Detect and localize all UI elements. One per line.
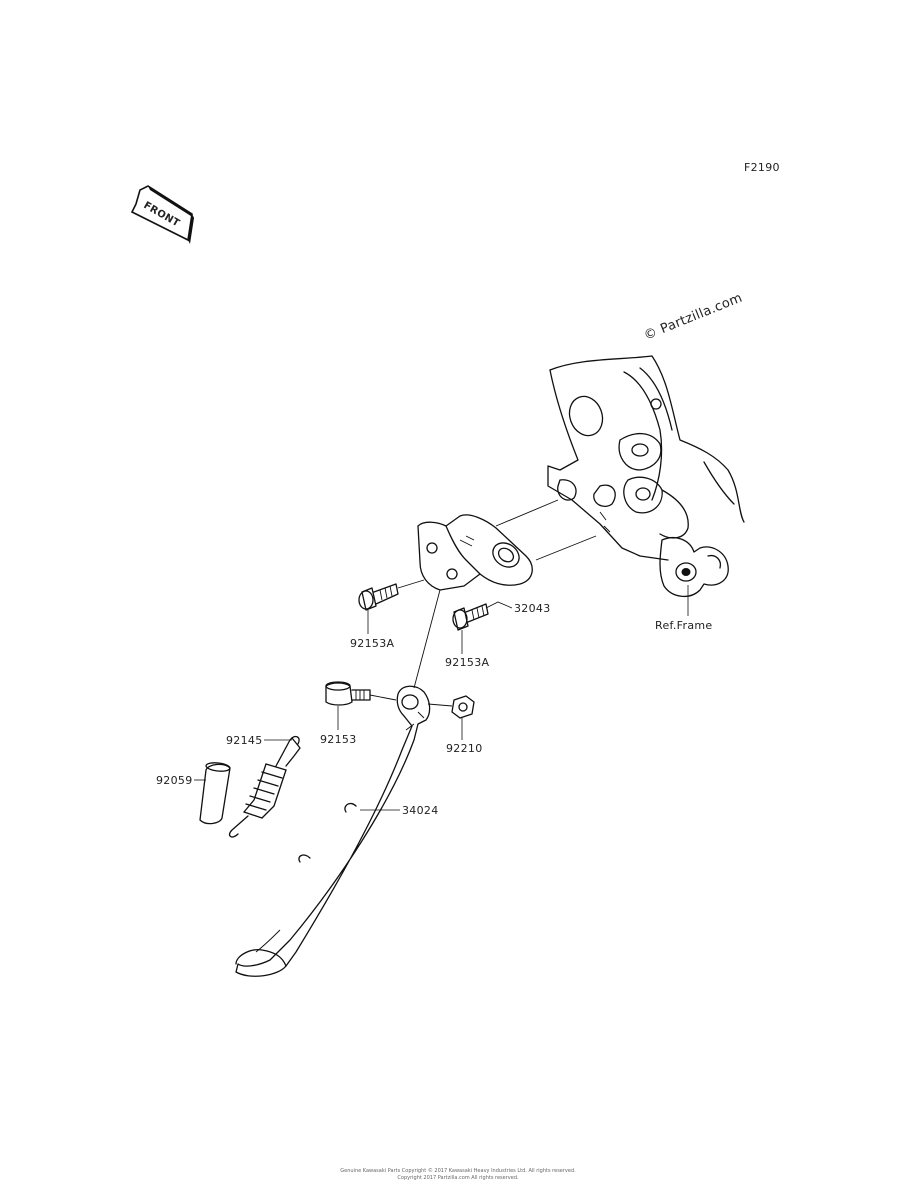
watermark: © Partzilla.com: [642, 291, 745, 344]
bolt-92153a-left[interactable]: [358, 583, 399, 611]
diagram-code: F2190: [744, 161, 780, 174]
pivot-bolt-92153[interactable]: [325, 681, 371, 706]
pivot-bolt-label: 92153: [320, 733, 357, 746]
ref-frame-label: Ref.Frame: [655, 619, 712, 632]
footer-copyright-line2: Copyright 2017 Partzilla.com All rights …: [397, 1175, 519, 1181]
collar-label: 92059: [156, 774, 193, 787]
nut-92210[interactable]: [451, 695, 475, 719]
nut-alignment: [427, 703, 453, 707]
spring-label: 92145: [226, 734, 263, 747]
footer-copyright-line1: Genuine Kawasaki Parts Copyright © 2017 …: [340, 1167, 576, 1174]
spring-92145[interactable]: [228, 735, 301, 838]
bracket-label: 32043: [514, 602, 551, 615]
alignment-line-lower: [535, 535, 597, 561]
pivot-alignment: [369, 694, 397, 701]
stand-alignment-line: [413, 589, 441, 689]
collar-92059[interactable]: [199, 762, 231, 825]
bolt-left-alignment: [397, 579, 425, 589]
bolt-left-label: 92153A: [350, 637, 394, 650]
bolt-92153a-right[interactable]: [452, 603, 489, 631]
front-direction-arrow-icon: FRONT: [130, 185, 194, 244]
stand-label: 34024: [402, 804, 439, 817]
bracket-leader: [485, 601, 513, 609]
side-stand-34024[interactable]: [235, 685, 431, 977]
bracket-32043[interactable]: [417, 514, 533, 591]
alignment-line-upper: [495, 499, 559, 527]
frame-illustration: [547, 355, 745, 597]
nut-label: 92210: [446, 742, 483, 755]
bolt-right-label: 92153A: [445, 656, 489, 669]
